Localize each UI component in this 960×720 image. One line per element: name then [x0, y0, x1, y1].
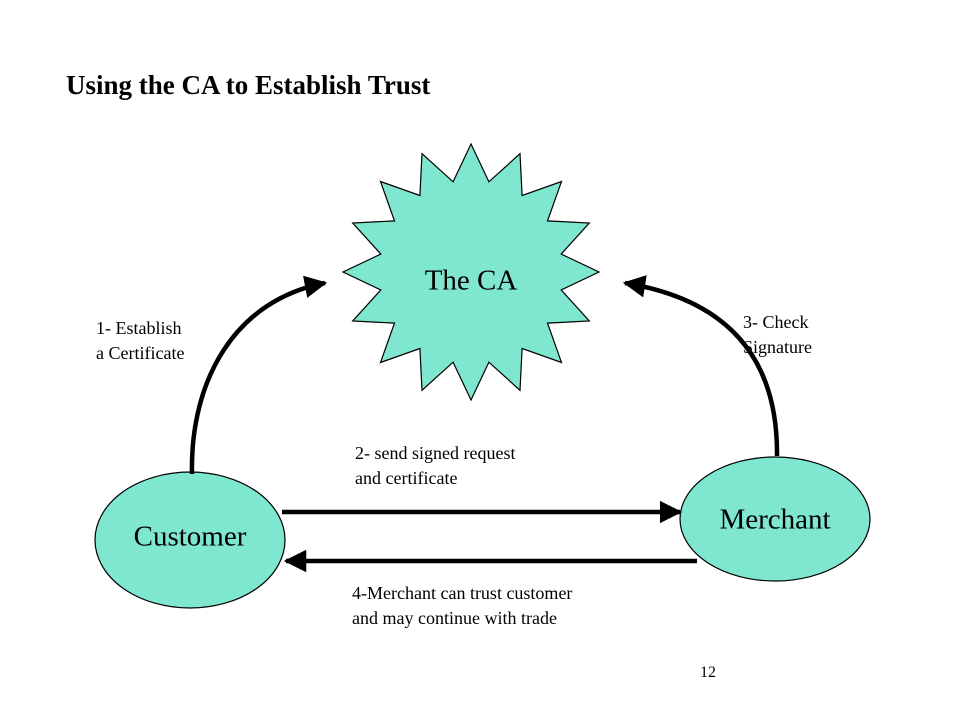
ca-starburst	[341, 142, 601, 402]
customer-label: Customer	[133, 520, 247, 553]
arrow-establish-certificate	[189, 275, 328, 475]
step-4-line-2: and may continue with trade	[352, 608, 557, 628]
step-1-line-2: a Certificate	[96, 343, 185, 363]
step-1-line-1: 1- Establish	[96, 318, 182, 338]
step-3-line-2: Signature	[743, 337, 812, 357]
step-1-label: 1- Establish a Certificate	[96, 316, 184, 366]
merchant-label: Merchant	[719, 503, 831, 536]
step-4-line-1: 4-Merchant can trust customer	[352, 583, 573, 603]
step-2-line-1: 2- send signed request	[355, 443, 516, 463]
step-2-line-2: and certificate	[355, 468, 458, 488]
arrow-check-signature	[622, 275, 780, 457]
step-3-line-1: 3- Check	[743, 312, 809, 332]
step-4-label: 4-Merchant can trust customer and may co…	[352, 581, 572, 631]
step-3-label: 3- Check Signature	[743, 310, 812, 360]
slide-title: Using the CA to Establish Trust	[66, 70, 431, 100]
ca-label: The CA	[424, 264, 518, 297]
page-number: 12	[700, 664, 716, 681]
step-2-label: 2- send signed request and certificate	[355, 441, 515, 491]
